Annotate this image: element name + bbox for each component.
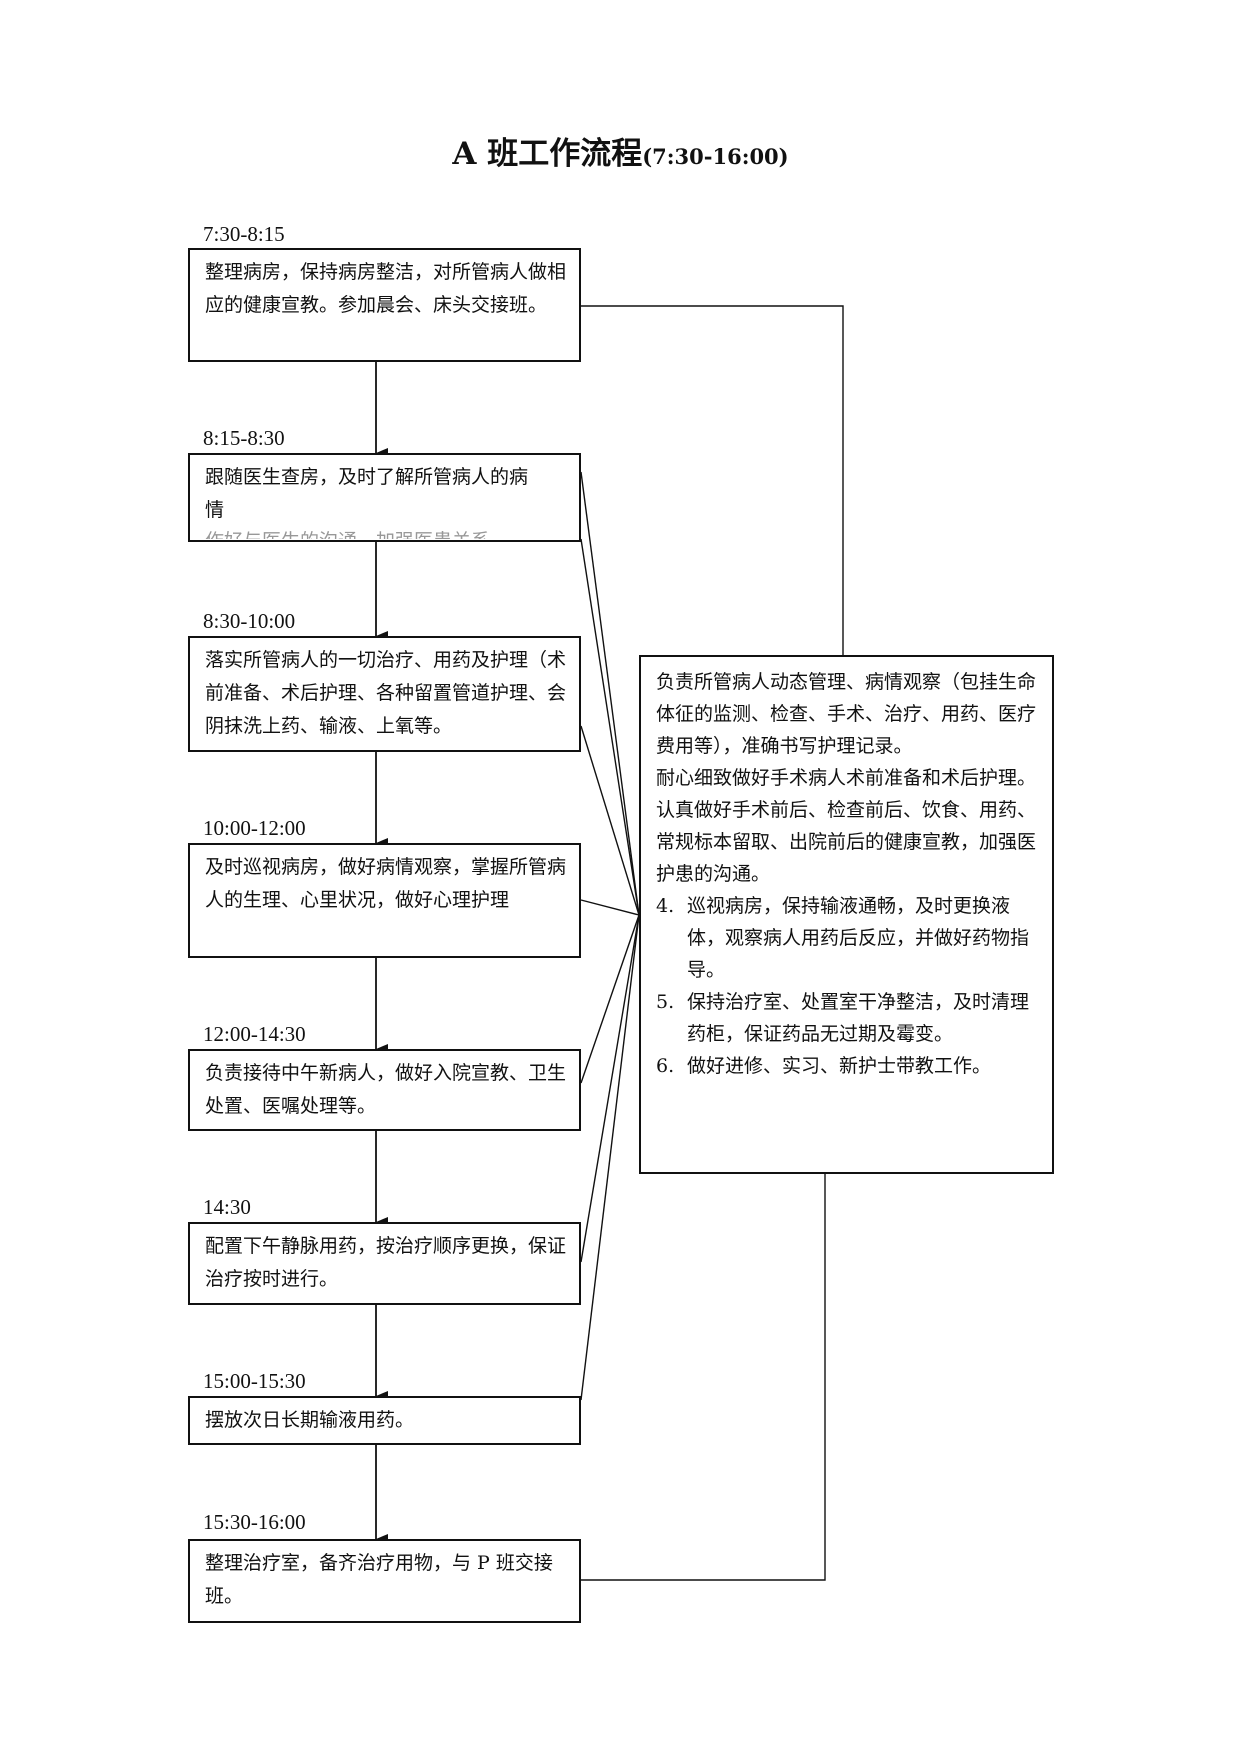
fan-line-2	[580, 538, 640, 916]
responsibility-item: 认真做好手术前后、检查前后、饮食、用药、常规标本留取、出院前后的健康宣教，加强医…	[656, 794, 1046, 890]
fan-line-3	[580, 725, 640, 916]
fan-line-4	[580, 899, 640, 916]
step-box: 整理病房，保持病房整洁，对所管病人做相应的健康宣教。参加晨会、床头交接班。	[188, 248, 581, 362]
responsibility-number: 6.	[656, 1055, 675, 1077]
responsibilities-box: 负责所管病人动态管理、病情观察（包挂生命体征的监测、检查、手术、治疗、用药、医疗…	[639, 655, 1054, 1174]
step-time: 12:00-14:30	[203, 1022, 306, 1046]
step-text-clipped: 作好与医生的沟通，加强医患关系	[205, 525, 571, 539]
step-time: 8:30-10:00	[203, 609, 296, 633]
step-time: 8:15-8:30	[203, 426, 285, 450]
title-time-range: (7:30-16:00)	[642, 144, 789, 169]
responsibility-number: 4.	[656, 895, 675, 917]
step-text: 配置下午静脉用药，按治疗顺序更换，保证治疗按时进行。	[205, 1235, 567, 1290]
responsibility-text: 保持治疗室、处置室干净整洁，及时清理药柜，保证药品无过期及霉变。	[687, 991, 1030, 1045]
bottom-bracket-line	[581, 1174, 826, 1581]
step-time: 15:00-15:30	[203, 1369, 306, 1393]
responsibility-text: 巡视病房，保持输液通畅，及时更换液体，观察病人用药后反应，并做好药物指导。	[687, 895, 1030, 981]
step-text: 跟随医生查房，及时了解所管病人的病 情	[205, 466, 567, 521]
step-box: 及时巡视病房，做好病情观察，掌握所管病人的生理、心里状况，做好心理护理	[188, 843, 581, 958]
step-text: 整理病房，保持病房整洁，对所管病人做相应的健康宣教。参加晨会、床头交接班。	[205, 261, 567, 316]
step-box: 整理治疗室，备齐治疗用物，与 P 班交接班。	[188, 1539, 581, 1623]
responsibility-number: 5.	[656, 991, 675, 1013]
top-bracket-line	[581, 305, 844, 655]
step-time: 15:30-16:00	[203, 1510, 306, 1534]
step-text: 及时巡视病房，做好病情观察，掌握所管病人的生理、心里状况，做好心理护理	[205, 856, 567, 911]
responsibility-item: 4. 巡视病房，保持输液通畅，及时更换液体，观察病人用药后反应，并做好药物指导。	[656, 890, 1046, 986]
responsibility-item: 6. 做好进修、实习、新护士带教工作。	[656, 1050, 1046, 1082]
step-text: 负责接待中午新病人，做好入院宣教、卫生处置、医嘱处理等。	[205, 1062, 567, 1117]
responsibility-text: 做好进修、实习、新护士带教工作。	[687, 1055, 992, 1077]
fan-line-1	[580, 471, 640, 916]
responsibility-text: 负责所管病人动态管理、病情观察（包挂生命体征的监测、检查、手术、治疗、用药、医疗…	[656, 671, 1037, 757]
step-box: 负责接待中午新病人，做好入院宣教、卫生处置、医嘱处理等。	[188, 1049, 581, 1131]
step-text: 落实所管病人的一切治疗、用药及护理（术前准备、术后护理、各种留置管道护理、会阴抹…	[205, 649, 567, 737]
step-box: 配置下午静脉用药，按治疗顺序更换，保证治疗按时进行。	[188, 1222, 581, 1305]
step-text: 整理治疗室，备齐治疗用物，与 P 班交接班。	[205, 1552, 553, 1607]
page-title: A 班工作流程(7:30-16:00)	[0, 128, 1241, 173]
responsibility-item: 5. 保持治疗室、处置室干净整洁，及时清理药柜，保证药品无过期及霉变。	[656, 986, 1046, 1050]
step-text: 摆放次日长期输液用药。	[205, 1409, 415, 1431]
step-time: 14:30	[203, 1195, 251, 1219]
step-box: 摆放次日长期输液用药。	[188, 1396, 581, 1445]
responsibility-item: 耐心细致做好手术病人术前准备和术后护理。	[656, 762, 1046, 794]
step-time: 7:30-8:15	[203, 222, 285, 246]
title-main: A 班工作流程	[452, 136, 643, 172]
step-box: 落实所管病人的一切治疗、用药及护理（术前准备、术后护理、各种留置管道护理、会阴抹…	[188, 636, 581, 752]
step-box: 跟随医生查房，及时了解所管病人的病 情 作好与医生的沟通，加强医患关系	[188, 453, 581, 542]
responsibility-item: 负责所管病人动态管理、病情观察（包挂生命体征的监测、检查、手术、治疗、用药、医疗…	[656, 666, 1046, 762]
responsibility-text: 认真做好手术前后、检查前后、饮食、用药、常规标本留取、出院前后的健康宣教，加强医…	[656, 799, 1037, 885]
fan-line-6	[580, 914, 640, 1263]
fan-line-7	[580, 914, 640, 1401]
responsibility-text: 耐心细致做好手术病人术前准备和术后护理。	[656, 767, 1037, 789]
step-time: 10:00-12:00	[203, 816, 306, 840]
fan-line-5	[580, 914, 640, 1084]
